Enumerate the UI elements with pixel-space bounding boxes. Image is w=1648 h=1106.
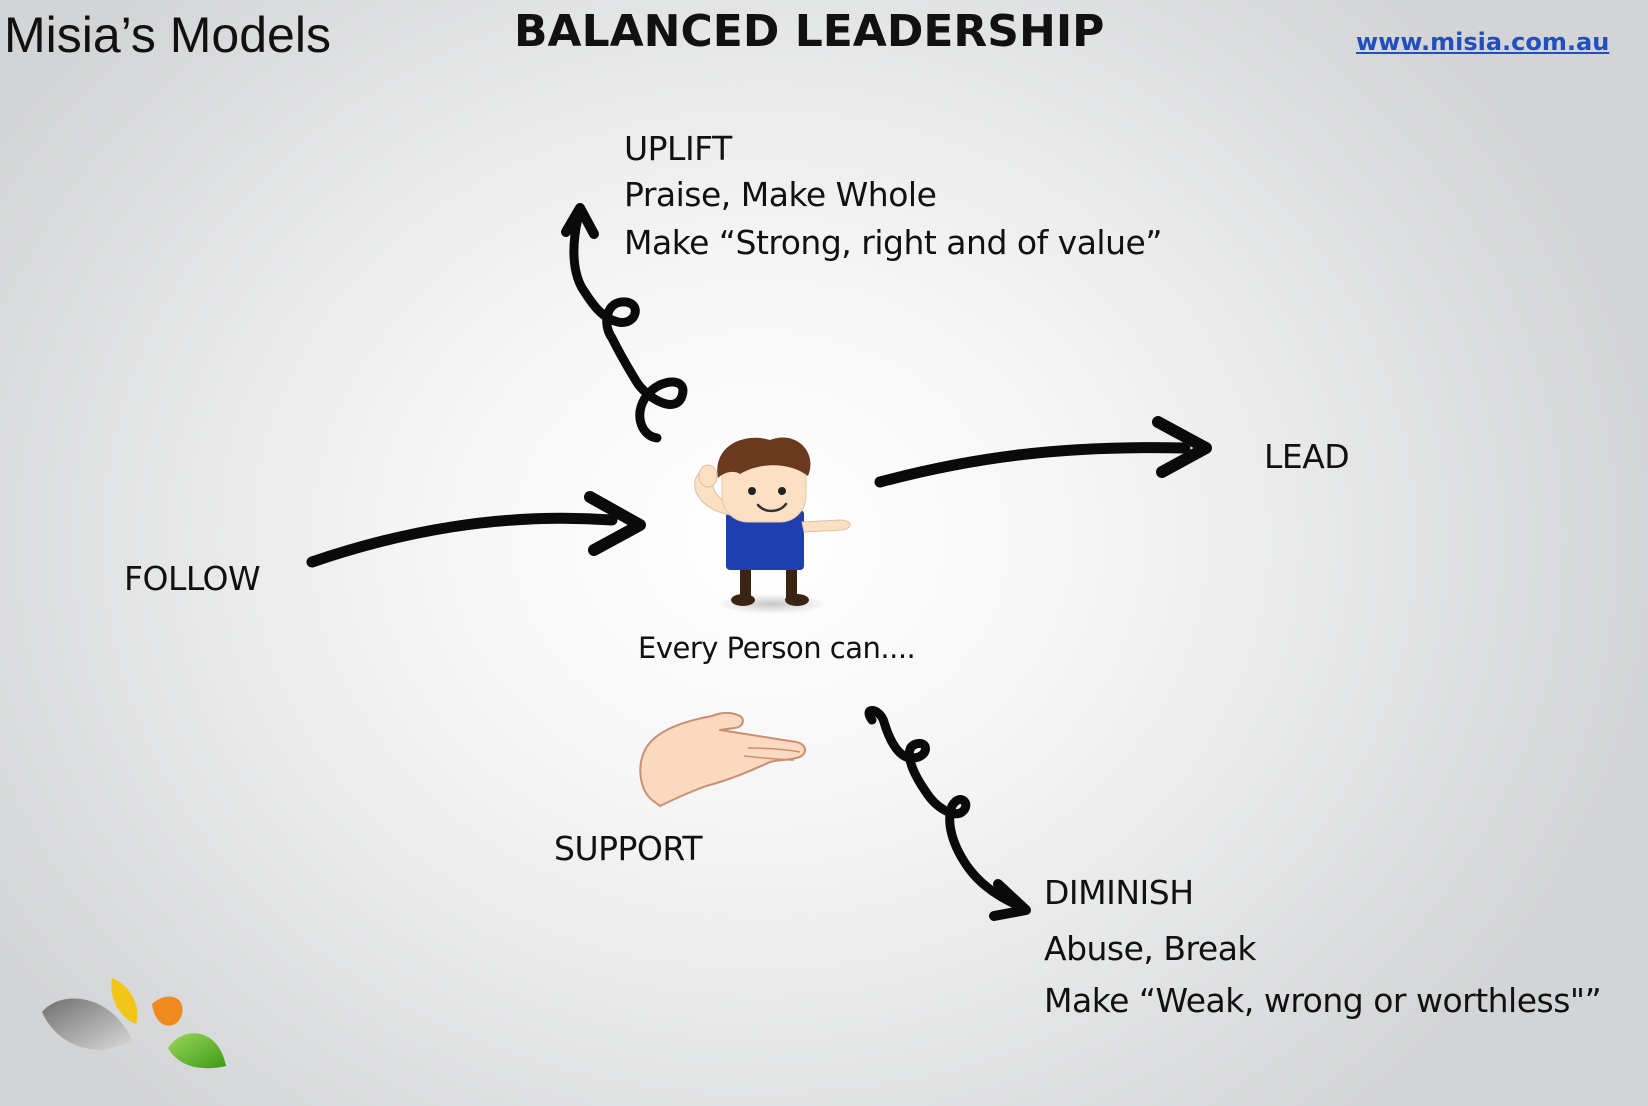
diminish-line1: Abuse, Break: [1044, 929, 1257, 968]
open-hand-icon: [639, 712, 806, 807]
lead-arrow: [874, 416, 1212, 488]
follow-arrow: [306, 491, 646, 568]
leaves-logo-icon: [42, 978, 226, 1069]
diminish-arrow: [864, 706, 1031, 921]
support-label: SUPPORT: [554, 829, 703, 868]
website-link[interactable]: www.misia.com.au: [1356, 28, 1610, 56]
diminish-line2: Make “Weak, wrong or worthless"”: [1044, 981, 1602, 1020]
uplift-heading: UPLIFT: [624, 129, 732, 168]
person-figure-icon: [694, 437, 851, 614]
uplift-line2: Make “Strong, right and of value”: [624, 223, 1162, 262]
brand-title: Misia’s Models: [4, 7, 331, 63]
diminish-heading: DIMINISH: [1044, 873, 1194, 912]
center-caption: Every Person can....: [638, 631, 916, 665]
follow-label: FOLLOW: [124, 559, 261, 598]
uplift-line1: Praise, Make Whole: [624, 175, 937, 214]
page-title: BALANCED LEADERSHIP: [514, 6, 1105, 57]
uplift-arrow: [561, 203, 688, 443]
lead-label: LEAD: [1264, 437, 1350, 476]
